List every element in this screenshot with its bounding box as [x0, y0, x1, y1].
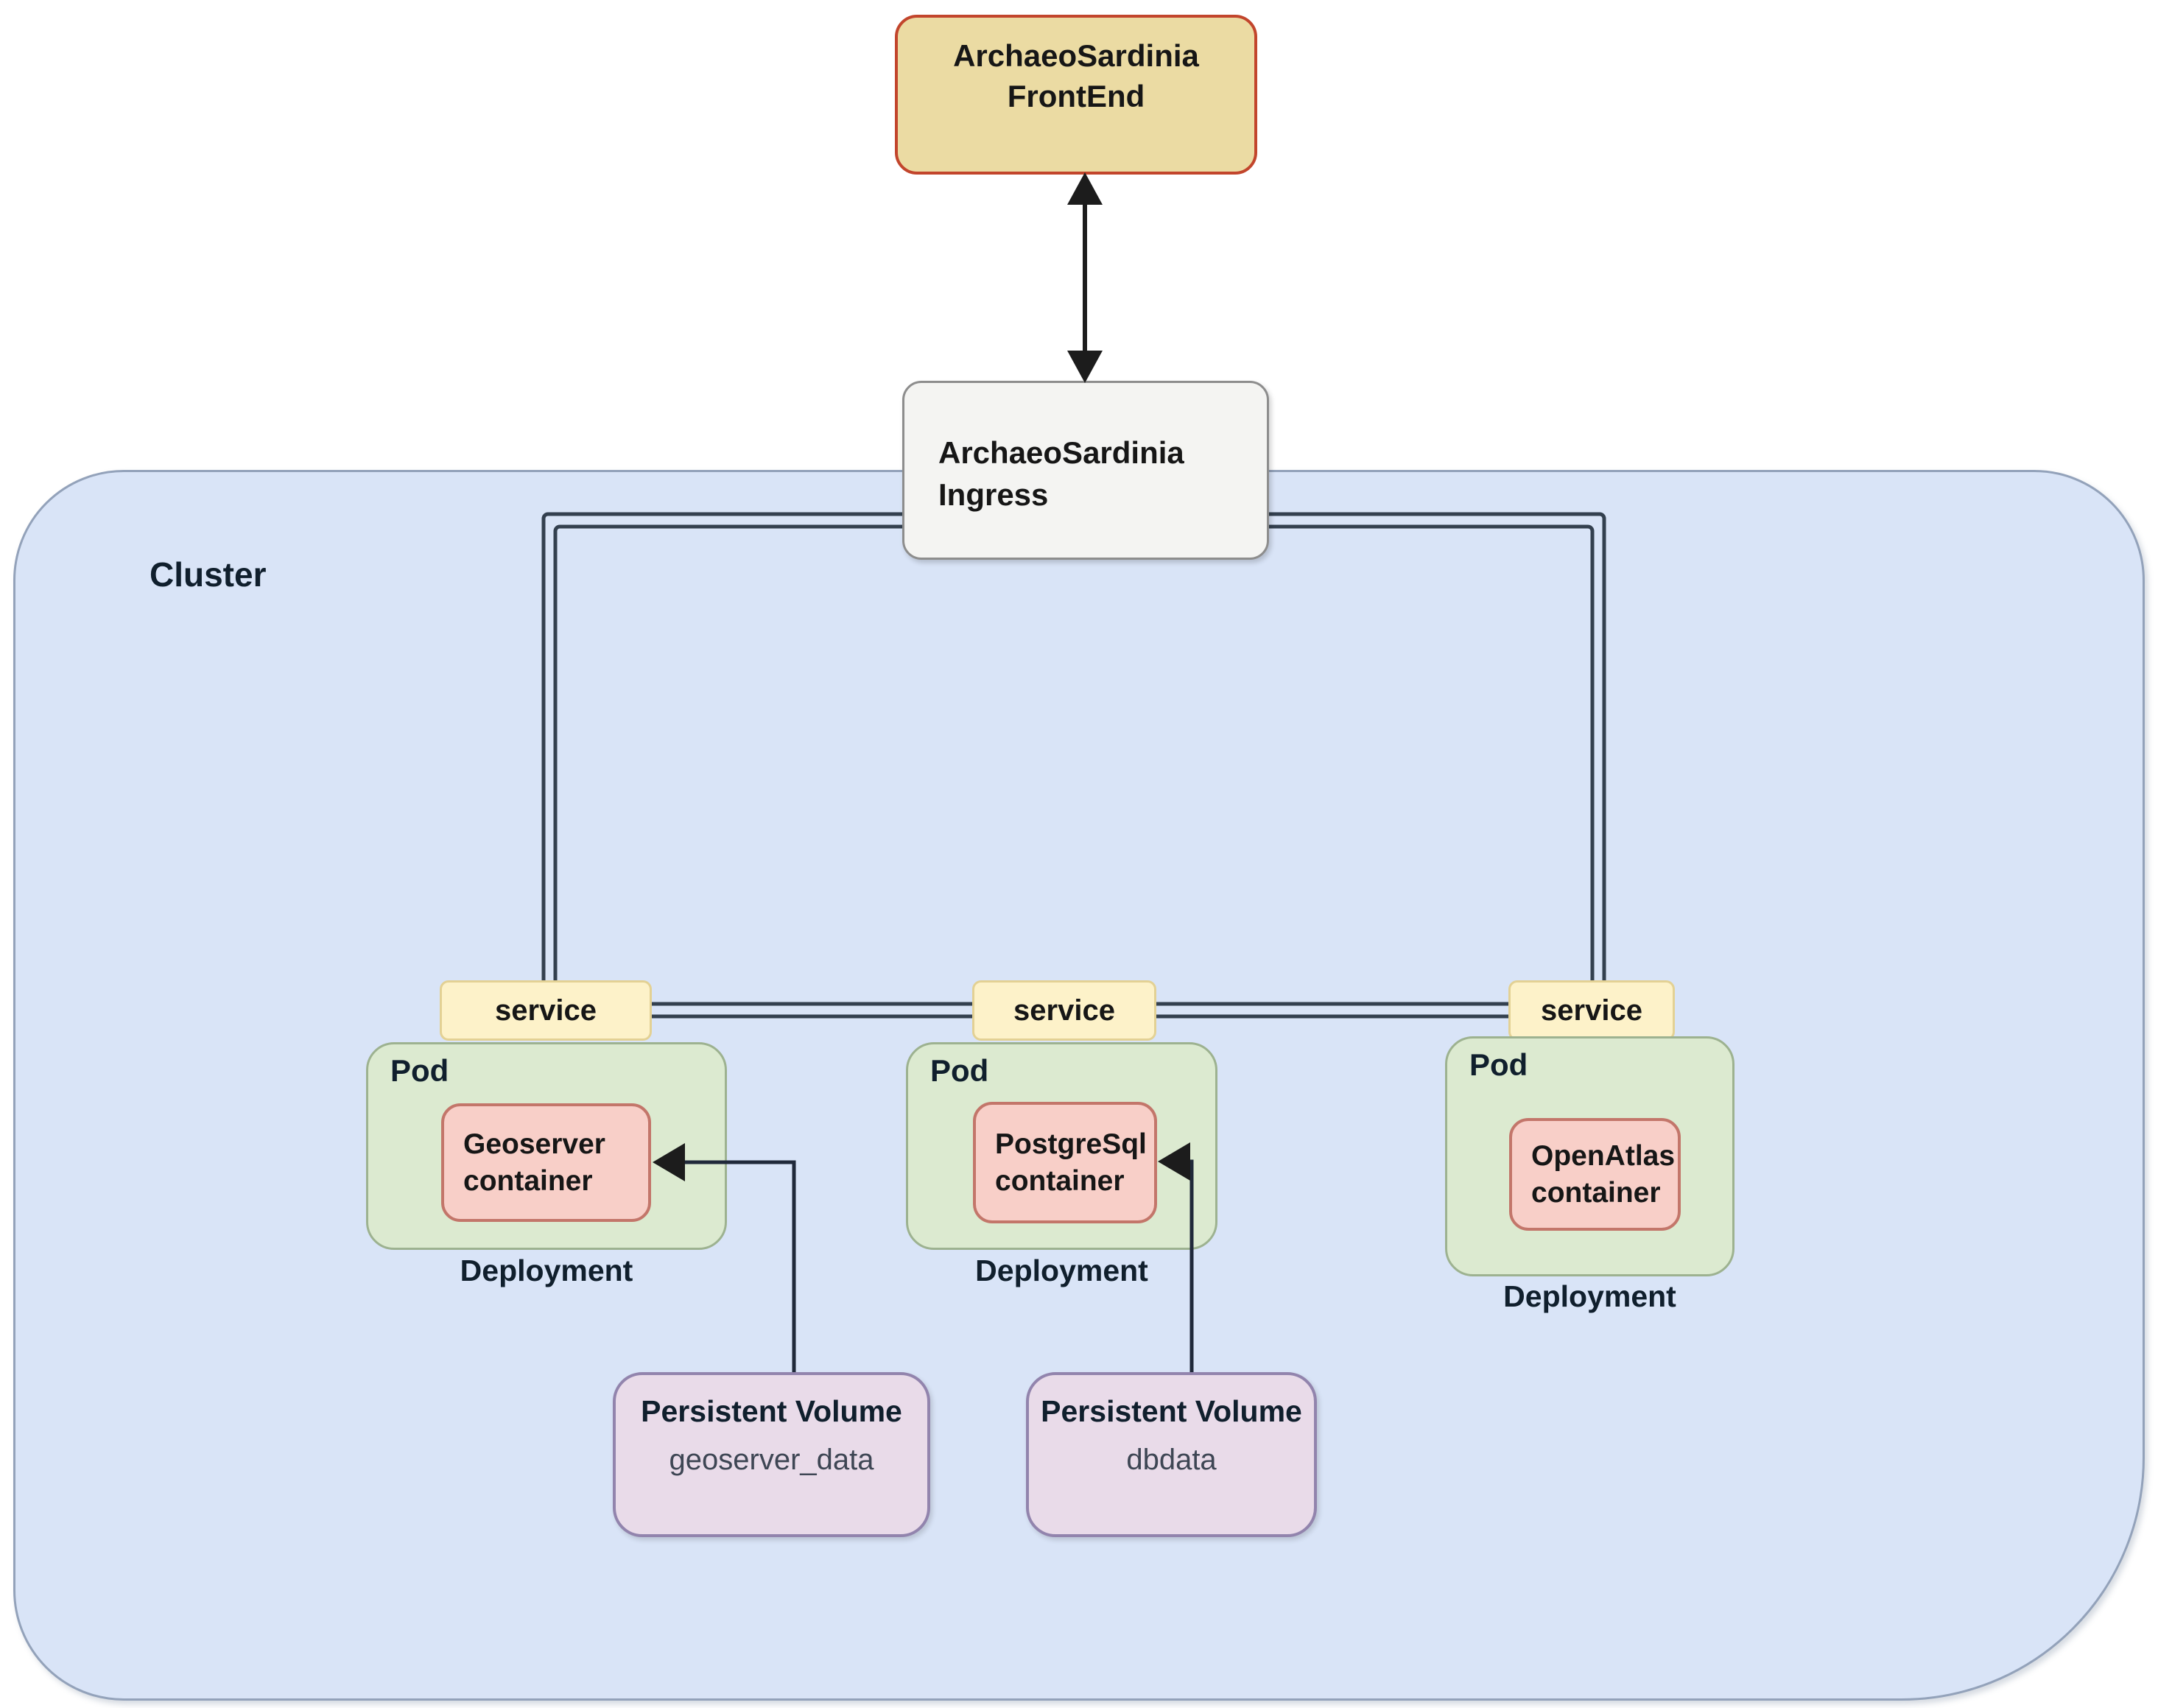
- service-box-postgresql: service: [972, 980, 1156, 1041]
- frontend-box: ArchaeoSardinia FrontEnd: [895, 15, 1257, 175]
- pod-label: Pod: [390, 1053, 449, 1088]
- volume-title: Persistent Volume: [641, 1394, 902, 1428]
- container-label-line2: container: [995, 1164, 1125, 1197]
- frontend-label-line1: ArchaeoSardinia: [953, 38, 1199, 73]
- service-label: service: [1013, 994, 1115, 1027]
- container-label-line1: Geoserver: [463, 1128, 605, 1160]
- volume-name: geoserver_data: [669, 1444, 874, 1476]
- service-label: service: [1541, 994, 1642, 1027]
- volume-name: dbdata: [1126, 1444, 1217, 1476]
- container-box-postgresql: PostgreSql container: [973, 1102, 1157, 1223]
- deployment-label-openatlas: Deployment: [1503, 1279, 1676, 1313]
- container-box-openatlas: OpenAtlas container: [1509, 1118, 1681, 1231]
- pod-label: Pod: [930, 1053, 989, 1088]
- service-box-geoserver: service: [440, 980, 652, 1041]
- frontend-ingress-bidirectional-arrow: [1067, 172, 1103, 383]
- volume-title: Persistent Volume: [1041, 1394, 1302, 1428]
- frontend-label-line2: FrontEnd: [1007, 79, 1145, 114]
- ingress-label-line1: ArchaeoSardinia: [938, 435, 1184, 470]
- pod-box-openatlas: Pod OpenAtlas container: [1445, 1036, 1735, 1276]
- container-label-line2: container: [463, 1164, 593, 1197]
- container-box-geoserver: Geoserver container: [441, 1103, 651, 1222]
- service-label: service: [495, 994, 597, 1027]
- deployment-label-geoserver: Deployment: [460, 1254, 633, 1287]
- persistent-volume-geoserver-data: Persistent Volume geoserver_data: [613, 1372, 930, 1537]
- pod-box-postgresql: Pod PostgreSql container: [906, 1042, 1217, 1250]
- pod-box-geoserver: Pod Geoserver container: [366, 1042, 727, 1250]
- container-label-line1: PostgreSql: [995, 1128, 1147, 1160]
- container-label-line2: container: [1531, 1176, 1661, 1209]
- container-label-line1: OpenAtlas: [1531, 1139, 1676, 1172]
- deployment-label-postgresql: Deployment: [975, 1254, 1148, 1287]
- cluster-label: Cluster: [150, 555, 267, 594]
- pod-label: Pod: [1469, 1047, 1528, 1082]
- persistent-volume-dbdata: Persistent Volume dbdata: [1026, 1372, 1317, 1537]
- ingress-label-line2: Ingress: [938, 477, 1049, 512]
- service-box-openatlas: service: [1508, 980, 1675, 1041]
- ingress-box: ArchaeoSardinia Ingress: [902, 381, 1269, 560]
